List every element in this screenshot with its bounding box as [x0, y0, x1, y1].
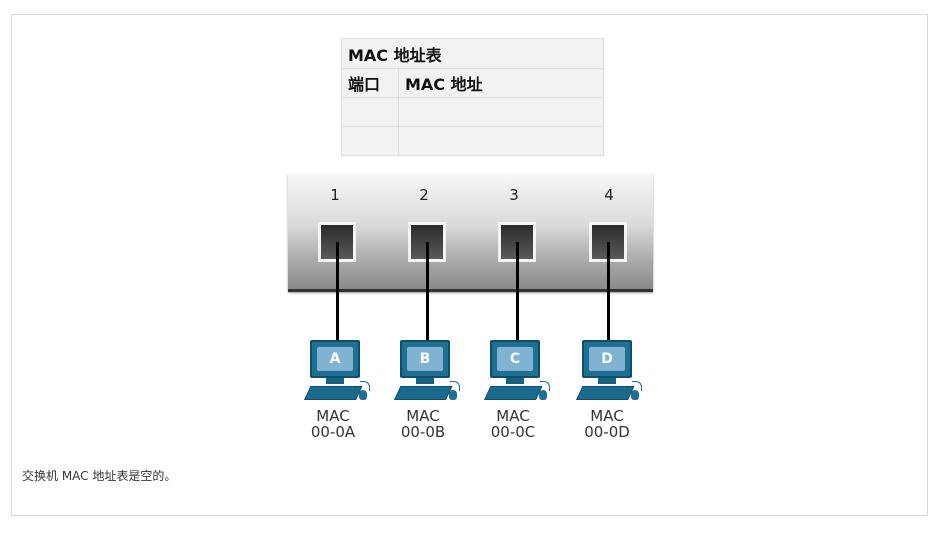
port-label: 4	[604, 186, 614, 204]
mac-table-row	[341, 97, 604, 127]
port-label: 3	[509, 186, 519, 204]
mouse	[631, 390, 639, 400]
mac-label-line1: MAC	[406, 407, 440, 425]
mouse	[359, 390, 367, 400]
mac-table-cell-port	[341, 126, 399, 156]
pc-icon: C	[484, 340, 550, 406]
host-mac-label: MAC 00-0C	[478, 408, 548, 440]
mac-address-table: MAC 地址表 端口 MAC 地址	[341, 38, 604, 156]
pc-letter: A	[317, 347, 353, 371]
mac-label-line2: 00-0B	[400, 423, 446, 441]
mac-label-line2: 00-0C	[490, 423, 536, 441]
mac-label-line2: 00-0D	[584, 423, 630, 441]
pc-letter: C	[497, 347, 533, 371]
cable-segment	[516, 242, 519, 342]
mac-table-header-port: 端口	[341, 68, 399, 98]
mouse	[449, 390, 457, 400]
keyboard	[576, 386, 635, 400]
keyboard	[304, 386, 363, 400]
pc-letter: B	[407, 347, 443, 371]
cable-segment	[336, 242, 339, 342]
cable-segment	[426, 242, 429, 342]
mac-table-row	[341, 126, 604, 156]
mac-table-cell-mac	[398, 126, 604, 156]
pc-icon: B	[394, 340, 460, 406]
pc-icon: A	[304, 340, 370, 406]
mac-label-line2: 00-0A	[310, 423, 356, 441]
host-mac-label: MAC 00-0A	[298, 408, 368, 440]
keyboard	[484, 386, 543, 400]
mac-table-title-row: MAC 地址表	[341, 38, 604, 69]
monitor: D	[582, 340, 632, 378]
mac-table-cell-mac	[398, 97, 604, 127]
caption-text: 交换机 MAC 地址表是空的。	[22, 469, 177, 483]
host-mac-label: MAC 00-0B	[388, 408, 458, 440]
mac-table-header-mac: MAC 地址	[398, 68, 604, 98]
mouse	[539, 390, 547, 400]
host-mac-label: MAC 00-0D	[572, 408, 642, 440]
cable-segment	[607, 242, 610, 342]
mac-label-line1: MAC	[496, 407, 530, 425]
mac-label-line1: MAC	[316, 407, 350, 425]
port-label: 2	[419, 186, 429, 204]
mac-label-line1: MAC	[590, 407, 624, 425]
port-label: 1	[330, 186, 340, 204]
monitor: B	[400, 340, 450, 378]
monitor: C	[490, 340, 540, 378]
keyboard	[394, 386, 453, 400]
monitor: A	[310, 340, 360, 378]
mac-table-header-row: 端口 MAC 地址	[341, 68, 604, 98]
mac-table-cell-port	[341, 97, 399, 127]
mac-table-title: MAC 地址表	[341, 38, 604, 69]
pc-letter: D	[589, 347, 625, 371]
pc-icon: D	[576, 340, 642, 406]
